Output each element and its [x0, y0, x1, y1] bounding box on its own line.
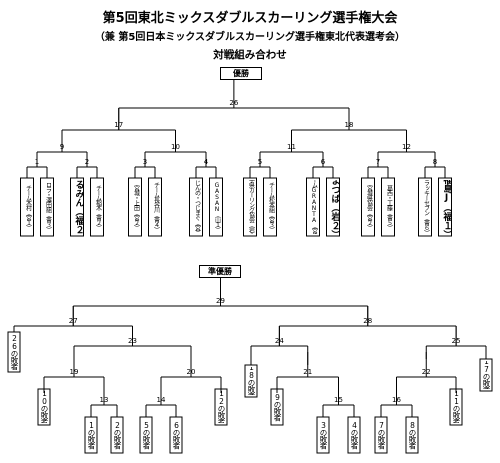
match-15: 15 — [334, 396, 343, 404]
team-entry-10: チーム松本組（宮３） — [267, 182, 275, 232]
loser-entry-4: 2の敗者 — [113, 421, 122, 449]
team-entry-1: チーム木村（宮１） — [24, 184, 32, 230]
loser-entry-12: 7の敗者 — [377, 421, 386, 449]
loser-entry-3: 1の敗者 — [87, 421, 96, 449]
team-entry-13: 宮城県協会（宮２） — [365, 184, 373, 230]
loser-entry-6: 6の敗者 — [172, 421, 181, 449]
match-14: 14 — [157, 396, 166, 404]
team-entry-6: チーム長谷川（青４） — [152, 182, 160, 232]
championship-label: 優勝 — [220, 67, 262, 80]
team-entry-12: よつば（岩２） — [329, 180, 340, 234]
match-16: 16 — [392, 396, 401, 404]
tournament-title: 第5回東北ミックスダブルスカーリング選手権大会 — [102, 11, 398, 26]
loser-entry-13: 8の敗者 — [408, 421, 417, 449]
team-entry-5: 宮城・上田（宮２） — [132, 184, 140, 230]
loser-entry-10: 3の敗者 — [319, 421, 328, 449]
match-29: 29 — [216, 297, 225, 305]
consolation-label: 準優勝 — [199, 265, 241, 278]
team-entry-4: チーム稲木（青２） — [94, 184, 102, 230]
match-21: 21 — [303, 368, 312, 376]
loser-entry-11: 4の敗者 — [350, 421, 359, 449]
loser-entry-1: 26の敗者 — [10, 334, 19, 370]
loser-entry-2: 10の敗者 — [40, 391, 49, 423]
loser-entry-9: 9の敗者 — [273, 393, 282, 421]
loser-entry-7: 12の敗者 — [217, 391, 226, 423]
loser-entry-15: 17の敗者 — [482, 361, 491, 389]
match-13: 13 — [100, 396, 109, 404]
team-entry-3: くるみん（福２） — [73, 180, 84, 234]
tournament-subtitle: （兼 第5回日本ミックスダブルスカーリング選手権東北代表選考会） — [94, 32, 406, 43]
loser-entry-8: 18の敗者 — [247, 367, 256, 395]
team-entry-14: 葛西・工藤（青５） — [385, 184, 393, 230]
loser-entry-14: 11の敗者 — [452, 391, 461, 423]
team-entry-8: GASAN（山１） — [213, 182, 221, 232]
match-26: 26 — [229, 99, 238, 107]
team-entry-2: ロラ・澤田組（青３） — [44, 182, 52, 232]
team-entry-16: 福島J（福１） — [441, 180, 452, 234]
match-23: 23 — [128, 337, 137, 345]
team-entry-9: 岩手県カーリング協会（岩１） — [247, 180, 255, 234]
team-entry-15: ラッキーセブン（青６） — [422, 180, 430, 234]
match-22: 22 — [422, 368, 431, 376]
section-heading: 対戦組み合わせ — [213, 49, 287, 61]
loser-entry-5: 5の敗者 — [142, 421, 151, 449]
team-entry-7: じんの・つじまぐ（宮） — [193, 180, 201, 234]
team-entry-11: チームGRANTA（宮４） — [310, 180, 318, 234]
